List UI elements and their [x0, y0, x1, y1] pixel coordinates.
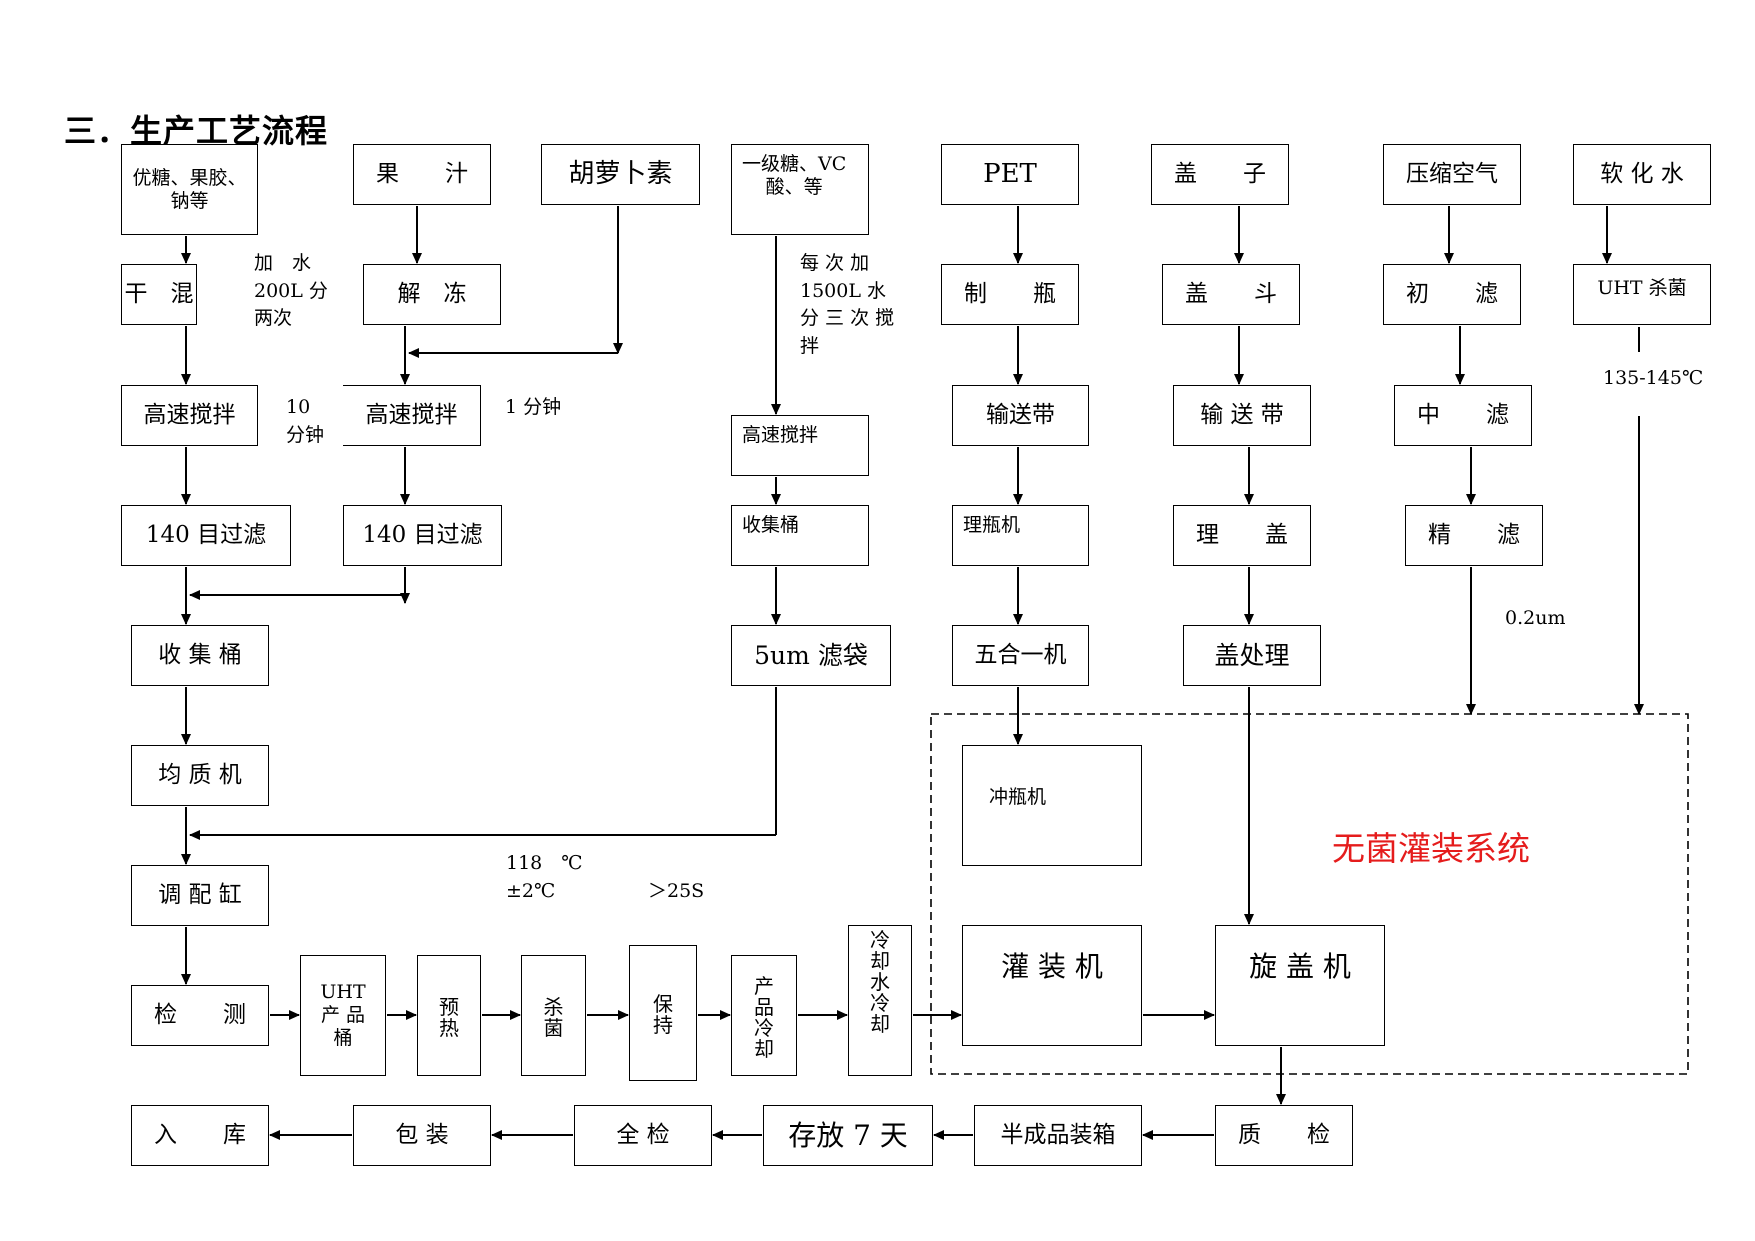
node-hold: 保 持	[629, 945, 697, 1081]
node-pet: PET	[941, 144, 1079, 205]
node-mid-filter: 中 滤	[1394, 385, 1532, 446]
node-cooling-water: 冷 却 水 冷 却	[848, 925, 912, 1076]
node-bottle-making: 制 瓶	[941, 264, 1079, 325]
label-temp-118: 118 ℃ ±2℃	[506, 852, 583, 902]
node-primary-sugar: 一级糖、VC 酸、等	[731, 144, 869, 235]
label-micron: 0.2um	[1505, 607, 1566, 629]
node-uht-tank: UHT 产 品 桶	[300, 955, 386, 1076]
page-title: 三．生产工艺流程	[64, 113, 329, 149]
node-thaw: 解 冻	[363, 264, 501, 325]
node-cap-hopper: 盖 斗	[1162, 264, 1300, 325]
node-five-in-one: 五合一机	[952, 625, 1089, 686]
node-conveyor-2: 输 送 带	[1173, 385, 1311, 446]
node-bottle-sorter: 理瓶机	[952, 505, 1089, 566]
node-filter-140-1: 140 目过滤	[121, 505, 291, 566]
node-collect-tank: 收 集 桶	[131, 625, 269, 686]
node-sugar: 优糖、果胶、 钠等	[121, 144, 258, 235]
label-add-water: 加 水 200L 分 两次	[254, 252, 328, 330]
node-fine-filter: 精 滤	[1405, 505, 1543, 566]
label-one-min: 1 分钟	[505, 396, 562, 418]
node-conveyor-1: 输送带	[952, 385, 1089, 446]
node-cap-treatment: 盖处理	[1183, 625, 1321, 686]
node-warehouse: 入 库	[131, 1105, 269, 1166]
node-packing: 包 装	[353, 1105, 491, 1166]
node-full-check: 全 检	[574, 1105, 712, 1166]
node-preheat: 预 热	[417, 955, 481, 1076]
node-product-cool: 产 品 冷 却	[731, 955, 797, 1076]
node-filter-bag: 5um 滤袋	[731, 625, 891, 686]
node-store-7d: 存放 7 天	[763, 1105, 933, 1166]
node-inspection: 检 测	[131, 985, 269, 1046]
node-semi-boxing: 半成品装箱	[974, 1105, 1142, 1166]
node-juice: 果 汁	[353, 144, 491, 205]
label-ten-min: 10 分钟	[286, 396, 325, 446]
label-temp-range: 135-145℃	[1603, 367, 1704, 389]
node-filler: 灌 装 机	[962, 925, 1142, 1046]
aseptic-boundary	[930, 713, 1689, 1075]
node-cap: 盖 子	[1151, 144, 1289, 205]
aseptic-system-label: 无菌灌装系统	[1332, 829, 1530, 868]
node-homogenizer: 均 质 机	[131, 745, 269, 806]
node-capper: 旋 盖 机	[1215, 925, 1385, 1046]
node-hs-mix-2: 高速搅拌	[343, 385, 481, 446]
node-filter-140-2: 140 目过滤	[343, 505, 502, 566]
node-sterilize: 杀 菌	[521, 955, 586, 1076]
node-hs-mix-3: 高速搅拌	[731, 415, 869, 476]
node-qc: 质 检	[1215, 1105, 1353, 1166]
node-hs-mix-1: 高速搅拌	[121, 385, 258, 446]
node-carotene: 胡萝卜素	[541, 144, 700, 205]
label-add-1500: 每 次 加 1500L 水 分 三 次 搅 拌	[800, 252, 895, 357]
node-uht-sterilize: UHT 杀菌	[1573, 264, 1711, 325]
node-dry-mix: 干 混	[121, 264, 197, 325]
node-prefilter: 初 滤	[1383, 264, 1521, 325]
node-soft-water: 软 化 水	[1573, 144, 1711, 205]
node-compressed-air: 压缩空气	[1383, 144, 1521, 205]
node-collect-tank-3: 收集桶	[731, 505, 869, 566]
node-mixing-vat: 调 配 缸	[131, 865, 269, 926]
node-rinser: 冲瓶机	[962, 745, 1142, 866]
label-time-25: ＞25S	[648, 880, 705, 902]
node-cap-sorter: 理 盖	[1173, 505, 1311, 566]
